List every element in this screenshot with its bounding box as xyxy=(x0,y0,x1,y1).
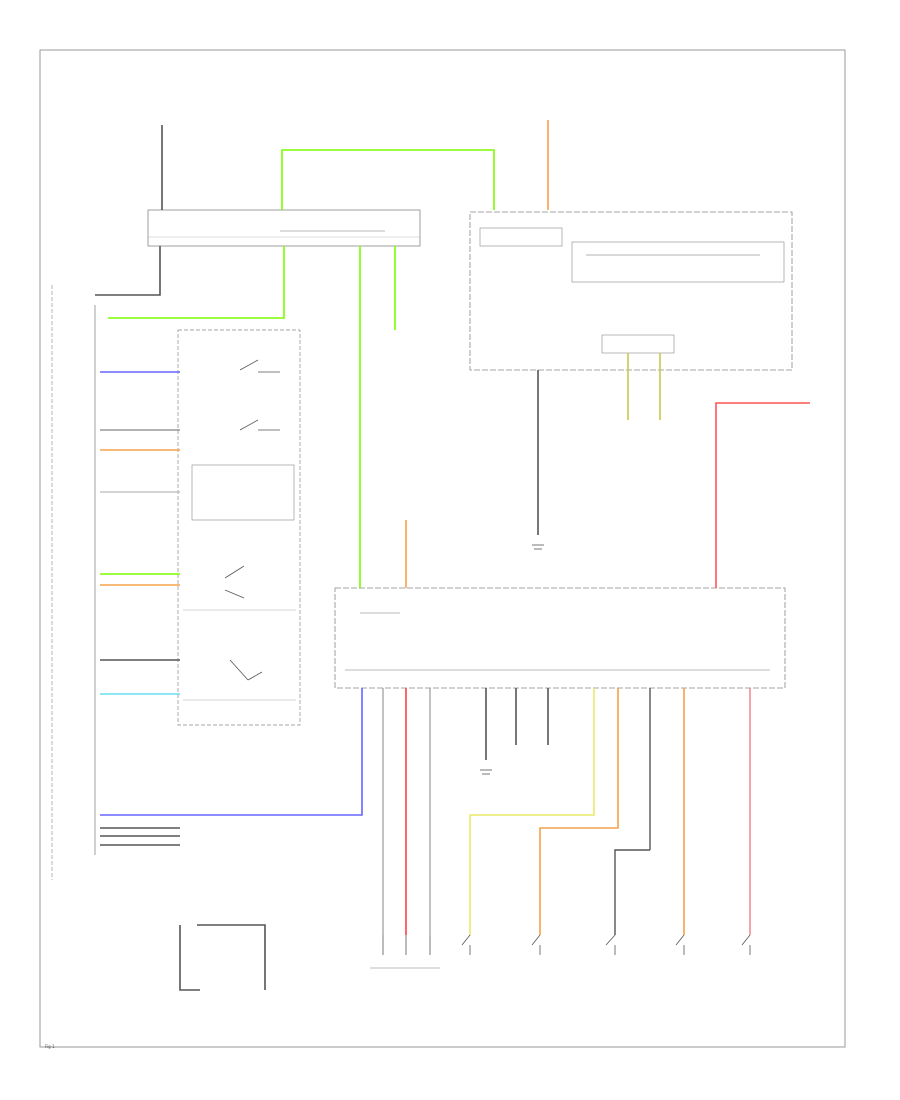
light-control-switch xyxy=(177,329,301,726)
wire-green-lower xyxy=(108,246,285,319)
wire-blue-bottom xyxy=(100,688,363,816)
bcm-inner-box xyxy=(479,227,563,247)
wire-red-right xyxy=(715,402,810,588)
junction-block-left xyxy=(147,209,421,247)
light-switch-contacts xyxy=(224,359,280,681)
diagram-frame xyxy=(39,49,846,1048)
wire-black-bottom-left-2 xyxy=(197,924,266,990)
wire-black-ecu-6 xyxy=(614,849,650,935)
ground-symbol-2 xyxy=(480,769,492,775)
wire-yellow-ecu xyxy=(469,688,595,935)
wire-orange-ecu xyxy=(539,688,619,935)
ground-symbol-1 xyxy=(532,544,544,550)
light-control-sub-box xyxy=(191,464,295,521)
wire-black-bottom-left xyxy=(179,925,200,991)
page-ref: Fig-1 xyxy=(45,1044,55,1049)
wire-green-top xyxy=(281,149,495,210)
bcm-relay-box xyxy=(571,241,785,283)
body-control-module xyxy=(469,211,793,371)
wire-black-to-harness xyxy=(95,246,161,296)
bcm-sub-box xyxy=(601,334,675,354)
door-switch-group xyxy=(370,934,751,969)
headlight-control-ecu xyxy=(334,587,786,689)
